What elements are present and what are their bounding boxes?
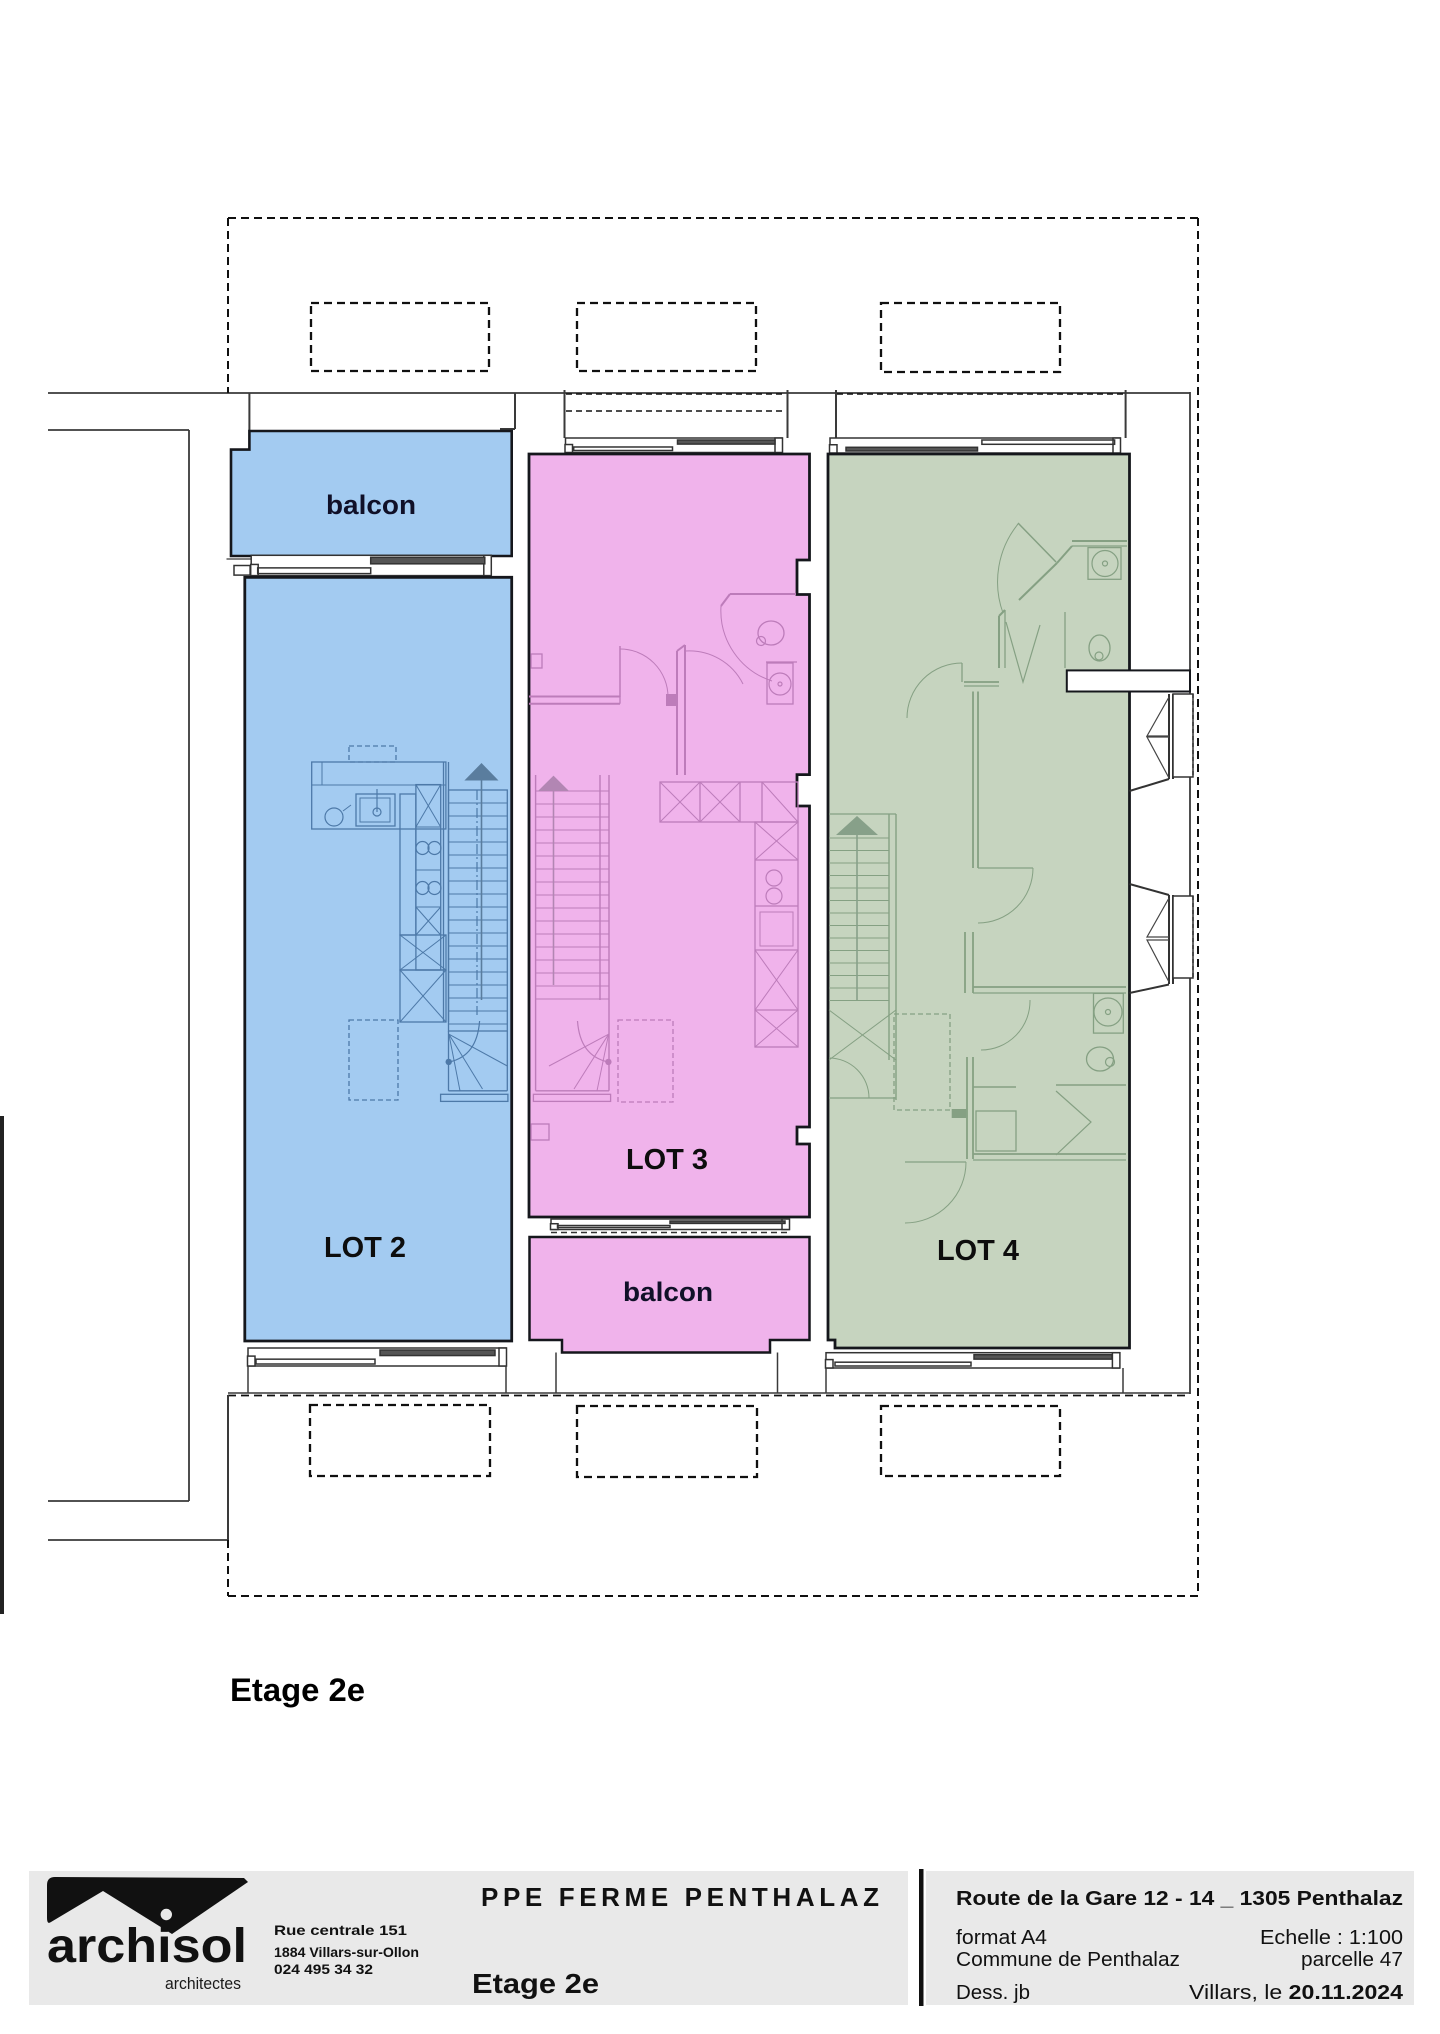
svg-text:1884 Villars-sur-Ollon: 1884 Villars-sur-Ollon	[274, 1944, 419, 1960]
svg-text:Villars, le 20.11.2024: Villars, le 20.11.2024	[1189, 1982, 1404, 2004]
svg-text:parcelle 47: parcelle 47	[1301, 1949, 1403, 1971]
svg-text:balcon: balcon	[623, 1277, 713, 1307]
svg-text:balcon: balcon	[326, 490, 416, 520]
svg-text:024 495 34 32: 024 495 34 32	[274, 1961, 373, 1977]
svg-text:LOT 4: LOT 4	[937, 1235, 1019, 1267]
svg-text:Commune de Penthalaz: Commune de Penthalaz	[956, 1949, 1180, 1971]
svg-text:LOT 3: LOT 3	[626, 1144, 708, 1176]
svg-text:Etage 2e: Etage 2e	[230, 1672, 365, 1708]
svg-text:architectes: architectes	[165, 1975, 241, 1993]
svg-text:Dess. jb: Dess. jb	[956, 1982, 1030, 2004]
svg-text:LOT 2: LOT 2	[324, 1232, 406, 1264]
svg-text:Route de la Gare 12 - 14 _ 130: Route de la Gare 12 - 14 _ 1305 Penthala…	[956, 1887, 1403, 1910]
svg-text:format A4: format A4	[956, 1927, 1047, 1949]
svg-text:Echelle : 1:100: Echelle : 1:100	[1260, 1927, 1403, 1949]
svg-text:Etage 2e: Etage 2e	[472, 1968, 599, 1999]
svg-text:Rue centrale 151: Rue centrale 151	[274, 1922, 407, 1938]
svg-text:archisol: archisol	[47, 1920, 247, 1973]
